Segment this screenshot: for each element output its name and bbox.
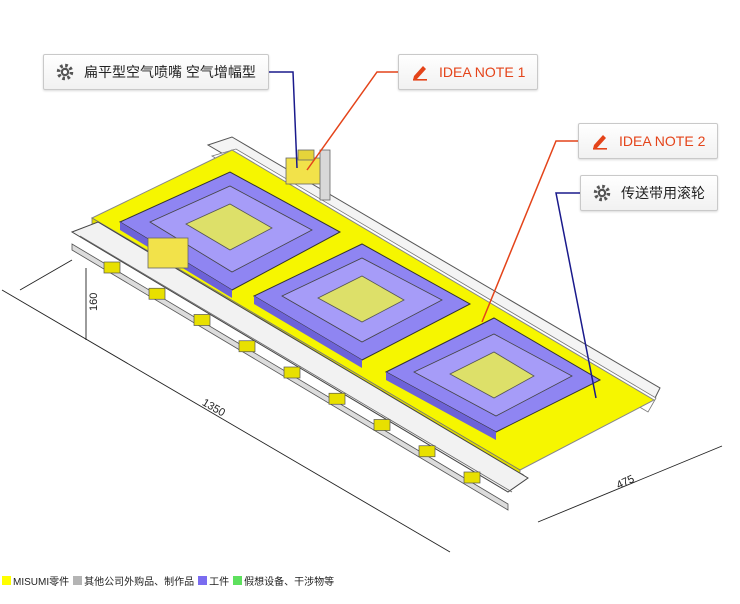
legend-item-workpiece: 工件 [198, 573, 229, 588]
legend-swatch [73, 575, 83, 585]
support-block [373, 419, 391, 431]
pencil-icon [409, 61, 431, 83]
support-block [103, 261, 121, 274]
legend-swatch [198, 575, 208, 585]
callout-idea-note-2-label: IDEA NOTE 2 [619, 133, 706, 149]
legend-swatch [2, 575, 11, 585]
legend-item-virtual: 假想设备、干涉物等 [233, 573, 334, 588]
air-nozzle-assembly [147, 149, 331, 269]
dim-length: 1350 [200, 397, 227, 420]
callout-idea-note-2[interactable]: IDEA NOTE 2 [578, 123, 719, 159]
callout-air-nozzle-label: 扁平型空气喷嘴 空气增幅型 [84, 64, 256, 80]
leader-lines [265, 71, 597, 399]
support-block [193, 314, 211, 326]
legend-swatch [233, 575, 243, 585]
leader-idea-note-2 [481, 140, 578, 323]
pencil-icon [589, 130, 611, 152]
callout-roller-label: 传送带用滚轮 [621, 185, 705, 201]
callout-idea-note-1[interactable]: IDEA NOTE 1 [398, 54, 539, 90]
support-block [148, 287, 166, 300]
legend: MISUMI零件 其他公司外购品、制作品 工件 假想设备、干涉物等 [2, 573, 338, 588]
support-block [328, 392, 346, 405]
workpiece-plate-2 [252, 243, 472, 368]
workpiece-plate-3 [384, 317, 602, 440]
support-block [238, 340, 256, 353]
support-block [283, 366, 301, 379]
support-block [463, 471, 481, 484]
leader-idea-note-1 [306, 71, 398, 171]
leader-air-nozzle [265, 71, 298, 169]
callout-roller[interactable]: 传送带用滚轮 [580, 175, 718, 211]
workpiece-plates [118, 171, 602, 440]
legend-item-misumi: MISUMI零件 [2, 573, 69, 588]
dim-height: 160 [88, 293, 100, 311]
dim-width: 475 [615, 473, 637, 492]
dimension-lines [1, 259, 723, 553]
leader-roller [555, 192, 597, 399]
support-block [418, 445, 436, 458]
callout-air-nozzle[interactable]: 扁平型空气喷嘴 空气增幅型 [43, 54, 269, 90]
gear-icon [591, 182, 613, 204]
support-blocks [103, 261, 481, 484]
legend-item-third-party: 其他公司外购品、制作品 [73, 573, 194, 588]
callout-idea-note-1-label: IDEA NOTE 1 [439, 64, 526, 80]
gear-icon [54, 61, 76, 83]
